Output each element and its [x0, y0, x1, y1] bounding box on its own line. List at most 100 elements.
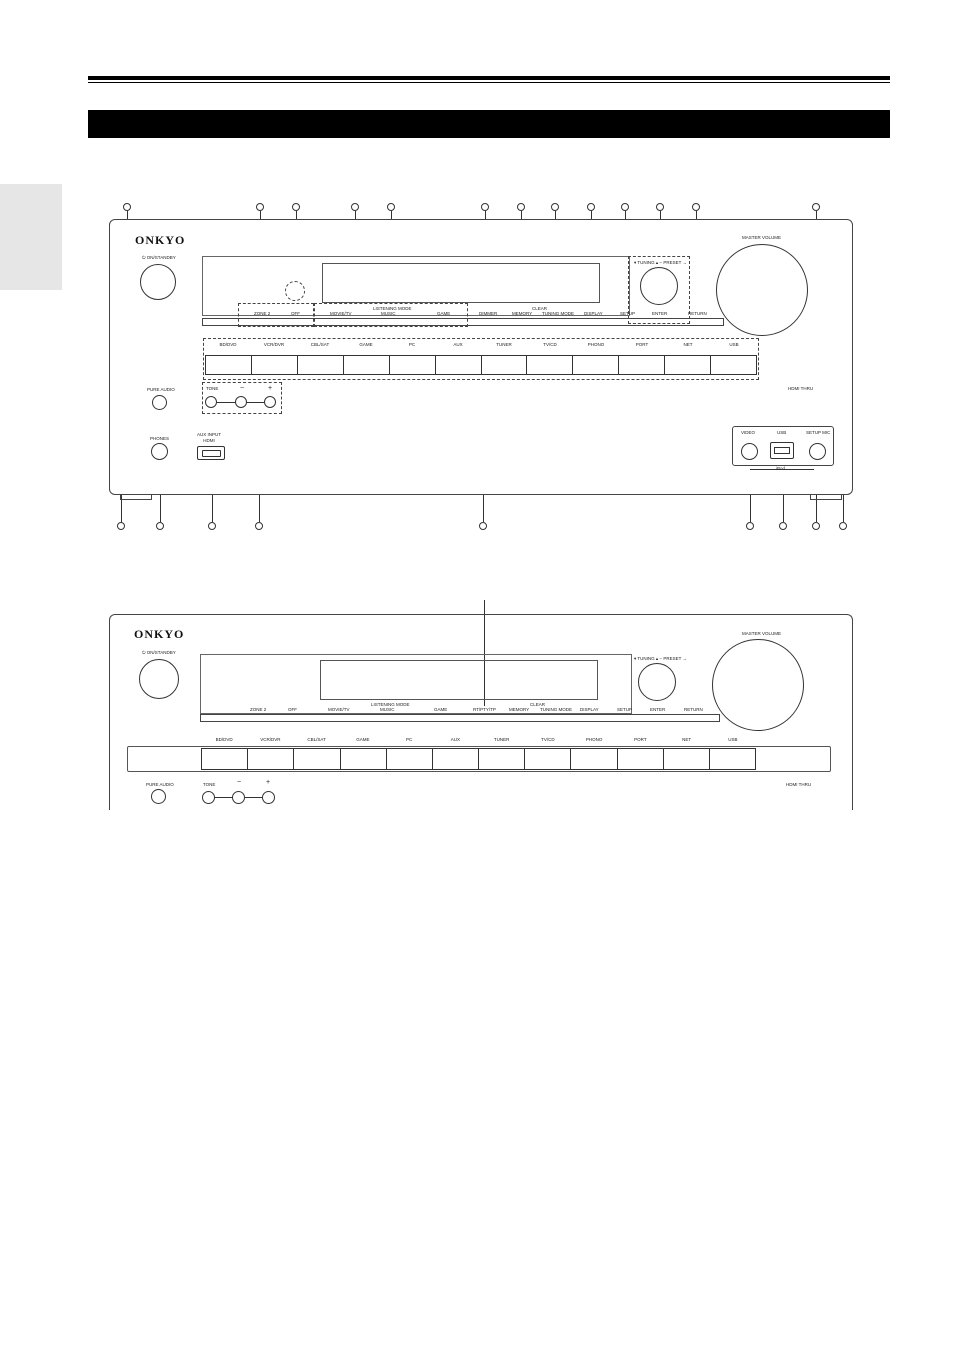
callout-bottom-7: [812, 522, 820, 530]
usb-port-tongue: [774, 447, 790, 454]
source-button-2[interactable]: [298, 356, 344, 374]
callout-top-3: [351, 203, 359, 211]
source-button-0[interactable]: [202, 749, 249, 769]
power-button-bottom[interactable]: [139, 659, 179, 699]
clear-label: CLEAR: [532, 306, 548, 311]
music-label: MUSIC: [381, 311, 396, 316]
callout-bottom-0: [117, 522, 125, 530]
control-label-4: GAME: [434, 707, 448, 712]
front-io-frame: [732, 426, 834, 466]
callout-bottom-4: [479, 522, 487, 530]
control-label-7: TUNING MODE: [540, 707, 572, 712]
source-button-4[interactable]: [390, 356, 436, 374]
source-button-3[interactable]: [344, 356, 390, 374]
tone-minus-button[interactable]: [235, 396, 247, 408]
tone-button-bottom[interactable]: [202, 791, 215, 804]
source-button-3[interactable]: [341, 749, 387, 769]
source-label-9: PORT: [634, 737, 647, 742]
hdmi-aux-port[interactable]: [197, 446, 225, 460]
usb-port[interactable]: [770, 442, 794, 459]
source-label-8: PHONO: [587, 342, 605, 347]
source-label-6: TUNER: [493, 737, 510, 742]
source-button-5[interactable]: [433, 749, 480, 769]
game-mode-label: GAME: [437, 311, 451, 316]
enter-label: ENTER: [652, 311, 668, 316]
video-jack[interactable]: [741, 443, 758, 460]
tone-minus-button-bottom[interactable]: [232, 791, 245, 804]
source-button-6[interactable]: [479, 749, 526, 769]
panel-rail-bottom: [127, 746, 831, 772]
source-label-7: TV/CD: [543, 342, 557, 347]
callout-top-8: [587, 203, 595, 211]
source-button-8[interactable]: [571, 749, 618, 769]
brand-logo-bottom: ONKYO: [134, 627, 185, 641]
source-button-9[interactable]: [618, 749, 664, 769]
remote-sensor: [285, 281, 305, 301]
power-button[interactable]: [140, 264, 176, 300]
memory-label: MEMORY: [512, 311, 533, 316]
callout-bottom-3: [255, 522, 263, 530]
source-button-6[interactable]: [482, 356, 528, 374]
source-buttons-highlight: [203, 338, 759, 380]
source-label-1: VCR/DVR: [260, 737, 281, 742]
header-rule-thick: [88, 76, 890, 80]
setup-mic-jack[interactable]: [809, 443, 826, 460]
source-button-7[interactable]: [525, 749, 572, 769]
control-label-6: MEMORY: [509, 707, 530, 712]
callout-top-11: [692, 203, 700, 211]
zone-highlight: [238, 303, 314, 327]
source-button-8[interactable]: [573, 356, 620, 374]
source-button-9[interactable]: [619, 356, 666, 374]
source-label-11: USB: [729, 342, 739, 347]
off-label: OFF: [291, 311, 300, 316]
pure-audio-button-bottom[interactable]: [151, 789, 166, 804]
master-volume-knob-bottom[interactable]: [712, 639, 804, 731]
phones-label: PHONES: [150, 436, 170, 441]
source-button-7[interactable]: [527, 356, 574, 374]
tone-plus-button-bottom[interactable]: [262, 791, 275, 804]
source-button-0[interactable]: [206, 356, 252, 374]
power-label: ⏻ ON/STANDBY: [142, 255, 176, 260]
master-volume-knob[interactable]: [716, 244, 808, 336]
header-rule-thin: [88, 82, 890, 83]
brand-logo: ONKYO: [135, 233, 186, 247]
source-button-11[interactable]: [711, 356, 756, 374]
pure-audio-button[interactable]: [152, 395, 167, 410]
source-label-0: BD/DVD: [219, 342, 237, 347]
hdmi-thru-label-bottom: HDMI THRU: [786, 782, 812, 787]
control-strip-bottom: [200, 714, 720, 722]
usb-label: USB: [777, 430, 787, 435]
setup-label: SETUP: [620, 311, 636, 316]
phones-jack[interactable]: [151, 443, 168, 460]
source-button-2[interactable]: [294, 749, 341, 769]
tone-label: TONE: [206, 386, 219, 391]
source-label-11: USB: [728, 737, 738, 742]
source-label-6: TUNER: [496, 342, 512, 347]
source-button-10[interactable]: [665, 356, 712, 374]
source-button-5[interactable]: [436, 356, 482, 374]
tuning-preset-knob[interactable]: [640, 267, 678, 305]
source-button-10[interactable]: [664, 749, 710, 769]
source-label-10: NET: [682, 737, 692, 742]
source-label-1: VCR/DVR: [263, 342, 285, 347]
source-label-3: GAME: [356, 737, 370, 742]
source-label-4: PC: [405, 737, 413, 742]
tone-plus-label: +: [268, 385, 273, 392]
control-label-3: MUSIC: [380, 707, 395, 712]
tone-button[interactable]: [205, 396, 217, 408]
control-label-11: RETURN: [684, 707, 703, 712]
tone-plus-label-bottom: +: [266, 779, 271, 786]
tone-plus-button[interactable]: [264, 396, 276, 408]
tone-label-bottom: TONE: [203, 782, 216, 787]
callout-top-1: [256, 203, 264, 211]
source-label-2: CBL/SAT: [307, 737, 326, 742]
callout-top-6: [517, 203, 525, 211]
callout-bottom-2: [208, 522, 216, 530]
source-button-4[interactable]: [387, 749, 433, 769]
pure-audio-label-bottom: PURE AUDIO: [146, 782, 174, 787]
callout-top-12: [812, 203, 820, 211]
source-button-11[interactable]: [710, 749, 755, 769]
source-button-1[interactable]: [248, 749, 295, 769]
tuning-preset-knob-bottom[interactable]: [638, 663, 676, 701]
source-button-1[interactable]: [252, 356, 298, 374]
